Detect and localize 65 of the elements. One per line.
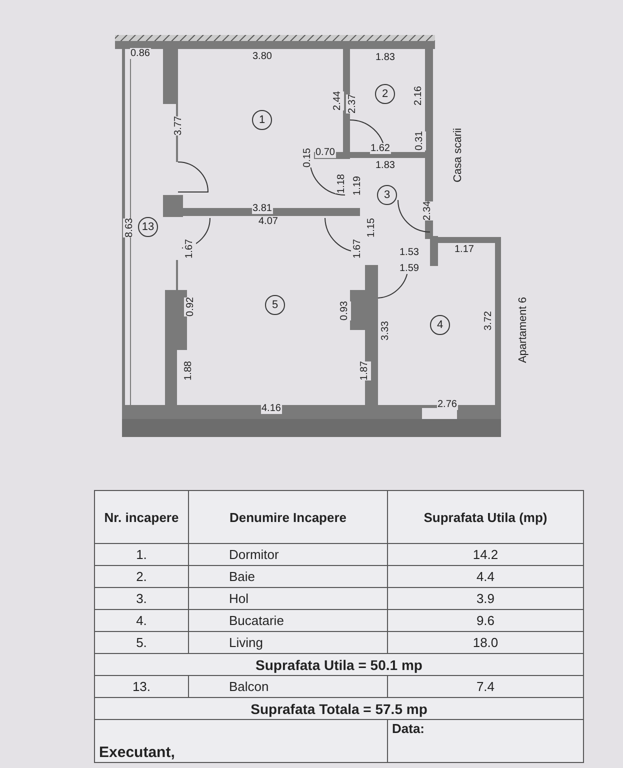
dimension-label: 1.18 <box>334 174 348 193</box>
room-number: 1 <box>252 110 272 130</box>
dimension-label: 1.17 <box>454 244 475 254</box>
dimension-label: 4.07 <box>258 216 279 226</box>
dimension-label: 1.67 <box>182 238 196 258</box>
table-cell: Balcon <box>188 676 388 698</box>
dimension-label: 1.88 <box>182 360 194 380</box>
dimension-label: 1.53 <box>398 246 420 258</box>
table-cell: Suprafata Totala = 57.5 mp <box>94 698 584 720</box>
dimension-label: 2.76 <box>436 398 458 410</box>
dimension-label: 2.34 <box>420 200 434 220</box>
dimension-label: 3.72 <box>482 310 494 330</box>
room-number: 2 <box>375 84 395 104</box>
dimension-label: 1.15 <box>364 218 378 237</box>
dimension-label: 1.83 <box>374 52 396 62</box>
dimension-label: 4.16 <box>260 402 282 414</box>
dimension-label: 8.63 <box>122 218 136 237</box>
table-cell: 13. <box>94 676 188 698</box>
table-header: Nr. incapere <box>94 490 188 544</box>
dimension-label: 1.59 <box>398 262 420 274</box>
room-number: 5 <box>265 295 285 315</box>
dimension-label: 3.33 <box>378 320 392 340</box>
table-cell: 3. <box>94 588 188 610</box>
table-cell: 1. <box>94 544 188 566</box>
plan-note: Casa scarii <box>452 128 464 182</box>
table-cell: Hol <box>188 588 388 610</box>
table-cell: Data: <box>388 720 584 762</box>
table-cell: 3.9 <box>388 588 584 610</box>
dimension-label: 0.70 <box>314 146 336 158</box>
dimension-label: 3.77 <box>172 116 184 135</box>
dimension-label: 0.15 <box>300 148 314 167</box>
table-cell: 4. <box>94 610 188 632</box>
dimension-label: 2.16 <box>412 86 424 105</box>
table-cell: Bucatarie <box>188 610 388 632</box>
table-cell: Living <box>188 632 388 654</box>
dimension-label: 3.80 <box>252 50 273 62</box>
dimension-label: 1.67 <box>350 238 364 258</box>
room-number: 4 <box>430 315 450 335</box>
dimension-label: 0.92 <box>184 296 196 316</box>
table-cell: Baie <box>188 566 388 588</box>
table-header: Denumire Incapere <box>188 490 388 544</box>
dimension-label: 1.83 <box>374 160 396 170</box>
table-cell: 5. <box>94 632 188 654</box>
room-number: 13 <box>138 217 158 237</box>
table-header: Suprafata Utila (mp) <box>388 490 584 544</box>
table-cell: Suprafata Utila = 50.1 mp <box>94 654 584 676</box>
dimension-label: 1.62 <box>370 142 391 154</box>
room-number: 3 <box>377 185 397 205</box>
table-cell: 4.4 <box>388 566 584 588</box>
dimension-label: 1.87 <box>358 360 370 380</box>
table-cell: 9.6 <box>388 610 584 632</box>
table-cell: 7.4 <box>388 676 584 698</box>
dimension-label: 0.86 <box>130 48 151 58</box>
dimension-label: 1.19 <box>350 176 364 195</box>
table-cell: 18.0 <box>388 632 584 654</box>
plan-note: Apartament 6 <box>516 297 530 364</box>
table-cell: Dormitor <box>188 544 388 566</box>
dimension-label: 0.93 <box>338 300 350 320</box>
dimension-label: 0.31 <box>412 130 426 150</box>
table-cell: 2. <box>94 566 188 588</box>
dimension-label: 3.81 <box>252 202 273 214</box>
dimension-label: 2.37 <box>346 94 358 113</box>
table-cell: 14.2 <box>388 544 584 566</box>
table-cell: Executant, <box>94 720 388 762</box>
dimension-label: 2.44 <box>330 90 344 110</box>
